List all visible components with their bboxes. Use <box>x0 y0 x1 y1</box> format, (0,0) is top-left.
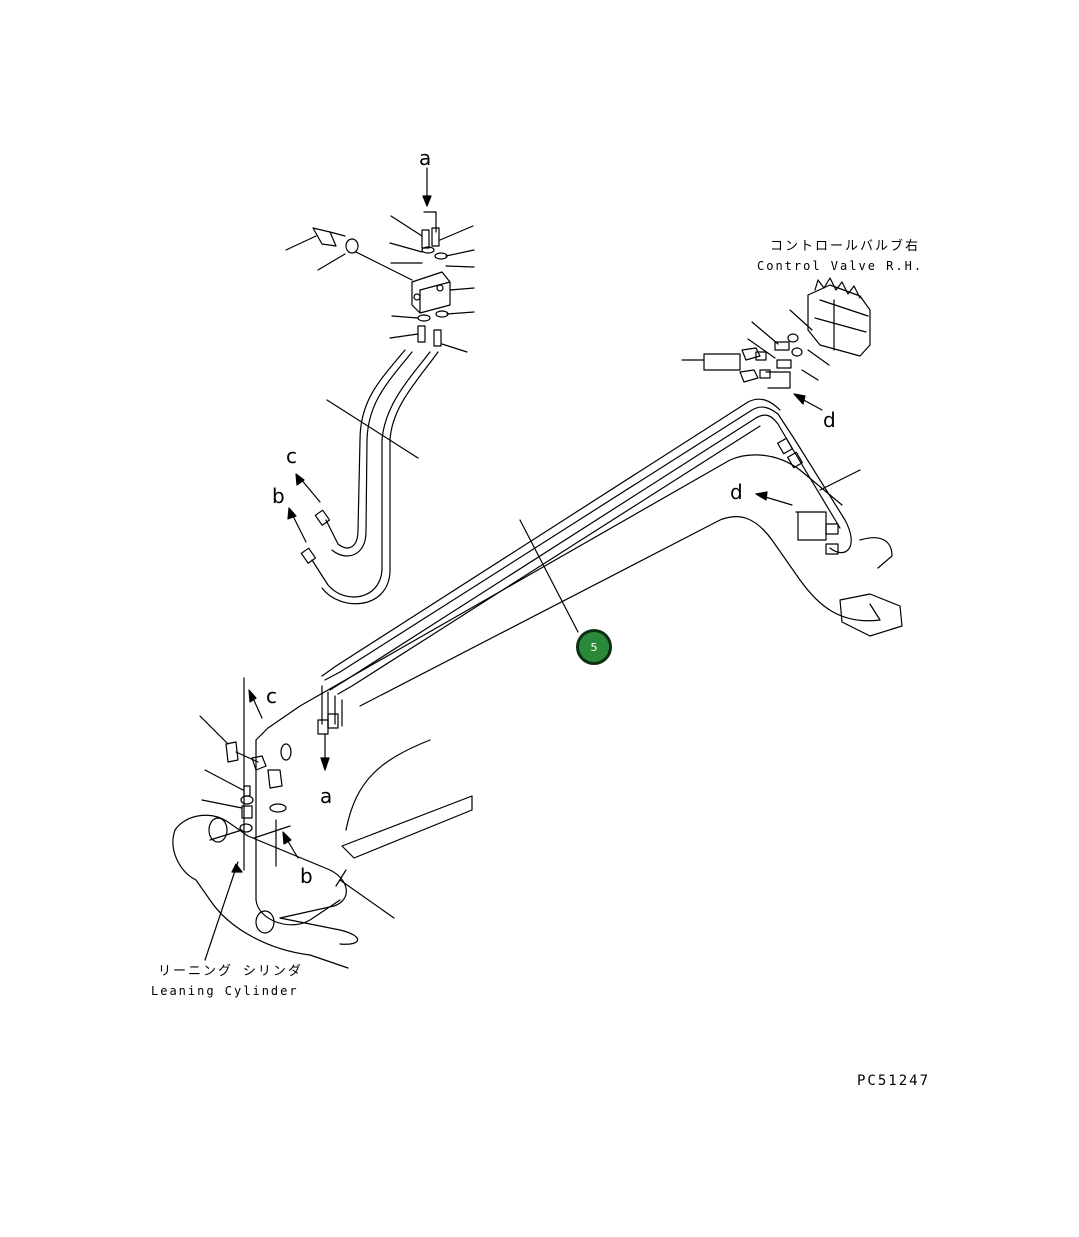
label-c-left: c <box>286 444 297 468</box>
label-d-right-top: d <box>823 408 836 432</box>
drawing-code: PC51247 <box>857 1073 931 1089</box>
tube-bundle <box>317 398 861 771</box>
leaning-cylinder-area <box>172 677 359 969</box>
leaning-cylinder-label-en: Leaning Cylinder <box>151 984 299 998</box>
label-a-bottom: a <box>320 784 333 808</box>
label-a-top: a <box>419 146 432 170</box>
junction-block-assembly <box>285 167 475 605</box>
control-valve-label-jp: コントロールバルブ右 <box>770 239 921 254</box>
part-callout-5[interactable]: 5 <box>576 629 612 665</box>
boom-outline <box>255 454 903 926</box>
label-b-left: b <box>272 484 285 508</box>
control-valve-label-en: Control Valve R.H. <box>757 259 924 273</box>
label-c-bottom: c <box>266 684 277 708</box>
label-d-right-mid: d <box>730 480 743 504</box>
control-valve-rh <box>681 277 871 411</box>
leaning-cylinder-label-jp: リーニング シリンダ <box>158 964 303 979</box>
label-b-bottom: b <box>300 864 313 888</box>
